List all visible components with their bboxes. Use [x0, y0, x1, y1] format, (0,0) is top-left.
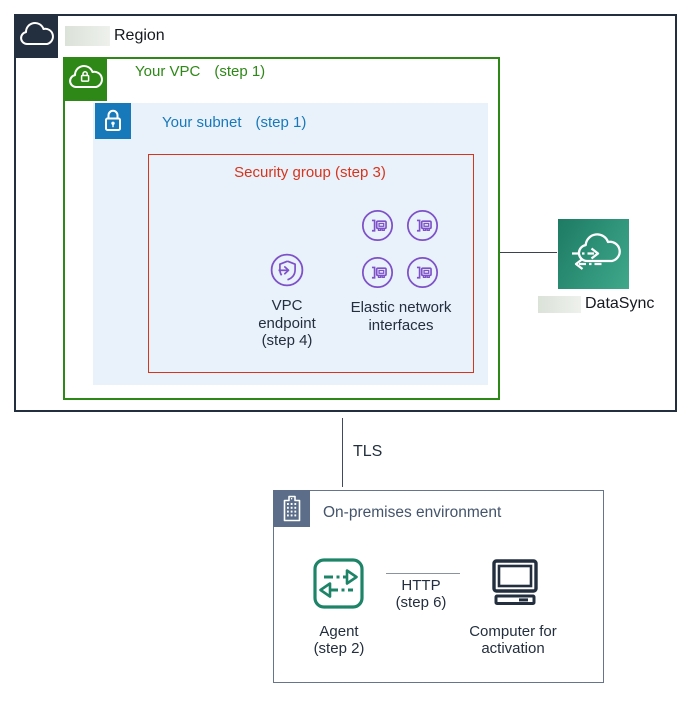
- vpc-step-text: (step 1): [214, 63, 266, 80]
- subnet-lock-icon: [95, 103, 131, 139]
- building-icon: [273, 490, 310, 527]
- vpc-cloud-lock-icon: [63, 57, 107, 101]
- agent-label-line1: Agent: [319, 623, 359, 640]
- security-group-label: Security group (step 3): [234, 164, 386, 181]
- subnet-label-text: Your subnet: [162, 114, 242, 131]
- agent-label: Agent (step 2): [294, 623, 384, 658]
- agent-label-line2: (step 2): [313, 640, 365, 658]
- region-boundary: [14, 14, 677, 412]
- elastic-network-interface-icon: [406, 256, 439, 289]
- computer-monitor-icon: [488, 555, 542, 610]
- tls-connector-line: [342, 418, 343, 487]
- vpc-label: Your VPC (step 1): [135, 63, 265, 80]
- http-label: HTTP (step 6): [376, 577, 466, 612]
- vpc-boundary: [63, 57, 500, 400]
- http-label-line2: (step 6): [395, 594, 447, 612]
- subnet-boundary: [93, 103, 488, 385]
- subnet-step-text: (step 1): [255, 114, 307, 131]
- region-label-text: Region: [114, 27, 165, 44]
- security-group-boundary: [148, 154, 474, 373]
- vpc-endpoint-label-line1: VPC: [271, 297, 303, 314]
- http-label-line1: HTTP: [401, 577, 441, 594]
- computer-label: Computer for activation: [448, 623, 578, 658]
- vpc-label-text: Your VPC: [135, 63, 201, 80]
- computer-label-line1: Computer for: [469, 623, 557, 640]
- vpc-endpoint-label-line2: endpoint: [258, 314, 316, 332]
- redacted-aws-wordmark: [538, 296, 581, 313]
- eni-label-line2: interfaces: [368, 316, 434, 334]
- vpc-endpoint-icon: [269, 252, 305, 288]
- elastic-network-interface-icon: [361, 209, 394, 242]
- datasync-label: DataSync: [585, 295, 655, 312]
- eni-label-line1: Elastic network: [350, 299, 452, 316]
- datasync-cloud-sync-icon: [558, 219, 629, 289]
- elastic-network-interface-icon: [361, 256, 394, 289]
- tls-label: TLS: [353, 443, 383, 460]
- elastic-network-interface-icon: [406, 209, 439, 242]
- region-label: Region: [114, 27, 165, 46]
- eni-label: Elastic network interfaces: [321, 299, 481, 334]
- vpc-endpoint-label: VPC endpoint (step 4): [237, 297, 337, 350]
- subnet-label: Your subnet (step 1): [162, 114, 306, 131]
- on-premises-title: On-premises environment: [323, 504, 502, 521]
- aws-cloud-icon: [14, 14, 58, 58]
- redacted-aws-wordmark: [65, 26, 110, 46]
- computer-label-line2: activation: [481, 640, 545, 658]
- agent-sync-arrows-icon: [311, 556, 366, 611]
- http-connector-line: [386, 573, 460, 574]
- vpc-endpoint-label-line3: (step 4): [261, 332, 313, 349]
- vpc-to-datasync-connector: [500, 252, 557, 253]
